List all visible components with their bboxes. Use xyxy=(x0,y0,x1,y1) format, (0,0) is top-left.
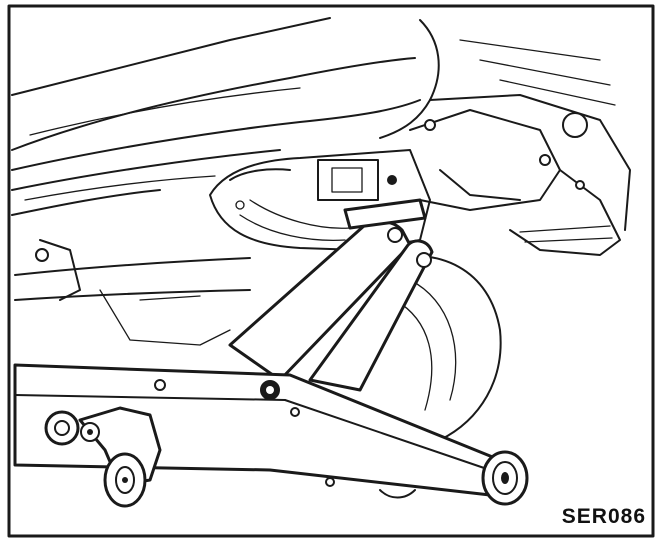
transmission-case xyxy=(209,149,521,251)
jack-handle-socket xyxy=(44,410,100,446)
exhaust-pipe xyxy=(14,239,251,346)
jack-saddle xyxy=(343,198,427,230)
jack-caster-wheel xyxy=(78,406,162,508)
figure-frame xyxy=(7,4,655,538)
jack-lift-arm xyxy=(228,219,434,392)
vehicle-floor-panel xyxy=(11,17,440,216)
transmission-mount-bracket xyxy=(409,39,631,256)
jack-front-roller xyxy=(481,450,529,506)
figure-code: SER086 xyxy=(559,505,648,529)
